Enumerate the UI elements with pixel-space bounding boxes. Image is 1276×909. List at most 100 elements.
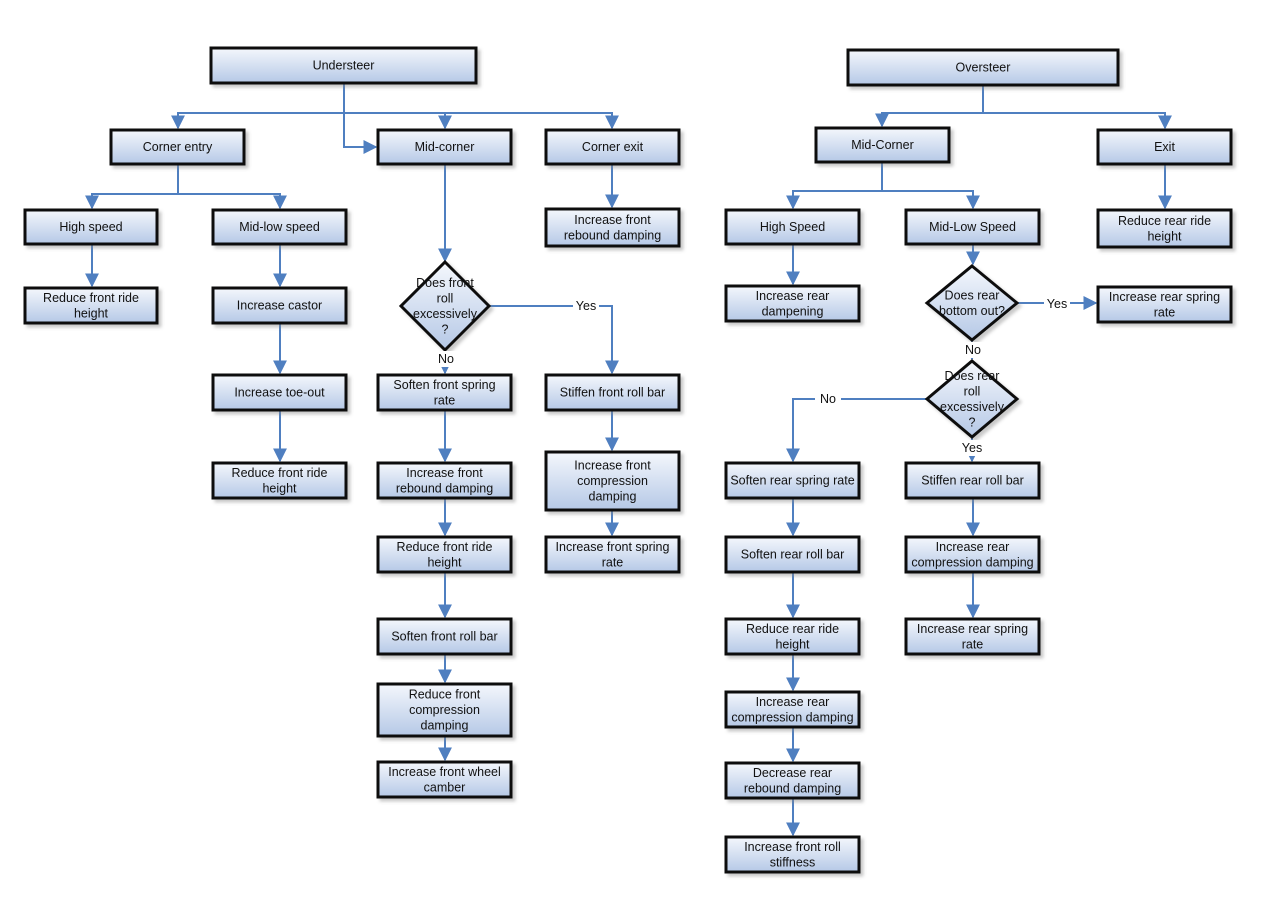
node-box — [376, 373, 513, 412]
node-box — [1096, 285, 1233, 324]
node-label-line: Soften front roll bar — [391, 630, 497, 644]
node-box — [544, 128, 681, 166]
node-label-line: Increase front roll — [744, 840, 841, 854]
node-understeer-stiffen-front-roll-bar: Stiffen front roll bar — [544, 373, 681, 412]
connector-arrow — [875, 85, 984, 128]
node-understeer-mid-corner: Mid-corner — [376, 128, 513, 166]
node-understeer-increase-castor: Increase castor — [211, 286, 348, 325]
node-label-line: camber — [424, 780, 466, 794]
node-label-line: height — [74, 306, 109, 320]
node-label-line: rebound damping — [564, 228, 661, 242]
decision-diamond — [398, 259, 492, 353]
node-box — [209, 46, 478, 85]
node-label-line: Mid-Corner — [851, 138, 914, 152]
decision-diamond — [924, 359, 1020, 439]
node-box — [376, 617, 513, 656]
edge-label-yes: Yes — [576, 299, 596, 313]
connector-arrow — [489, 305, 619, 375]
node-label-line: Increase front wheel — [388, 765, 501, 779]
node-box — [724, 835, 861, 874]
node-understeer-high-speed: High speed — [23, 208, 159, 246]
node-box — [724, 461, 861, 500]
node-box — [23, 208, 159, 246]
connector-arrow — [85, 164, 179, 210]
node-label-line: rate — [1154, 305, 1176, 319]
node-box — [724, 617, 861, 656]
node-box — [1096, 128, 1233, 166]
node-box — [544, 373, 681, 412]
node-label-line: damping — [421, 719, 469, 733]
node-label-line: stiffness — [770, 855, 816, 869]
node-understeer-mid-low-speed: Mid-low speed — [211, 208, 348, 246]
node-box — [904, 208, 1041, 246]
node-label-line: Increase rear spring — [1109, 290, 1220, 304]
node-label-line: Exit — [1154, 140, 1175, 154]
node-label-line: Reduce front ride — [232, 466, 328, 480]
node-label-line: Mid-low speed — [239, 220, 320, 234]
node-label-line: Corner exit — [582, 140, 644, 154]
node-label-line: Increase rear spring — [917, 622, 1028, 636]
node-label-line: excessively — [940, 400, 1005, 414]
node-label-line: High Speed — [760, 220, 825, 234]
node-oversteer-root: Oversteer — [846, 48, 1120, 87]
node-label-line: Does rear — [945, 288, 1000, 302]
node-label-line: compression — [409, 703, 480, 717]
node-oversteer-soften-rear-spring-rate: Soften rear spring rate — [724, 461, 861, 500]
edge-label-yes: Yes — [962, 441, 982, 455]
node-label-line: Stiffen rear roll bar — [921, 474, 1024, 488]
node-box — [544, 207, 681, 248]
node-label-line: Mid-corner — [415, 140, 475, 154]
node-box — [376, 760, 513, 799]
node-box — [904, 617, 1041, 656]
node-label-line: Soften rear spring rate — [730, 474, 854, 488]
node-box — [724, 284, 861, 323]
node-box — [724, 535, 861, 574]
node-box — [376, 461, 513, 500]
node-box — [904, 461, 1041, 500]
node-label-line: Mid-Low Speed — [929, 220, 1016, 234]
node-label-line: compression damping — [731, 710, 853, 724]
node-label-line: Increase rear — [936, 540, 1010, 554]
node-box — [1096, 208, 1233, 249]
node-understeer-corner-exit: Corner exit — [544, 128, 681, 166]
node-label-line: Oversteer — [956, 61, 1011, 75]
node-label-line: rebound damping — [744, 781, 841, 795]
node-oversteer-high-speed: High Speed — [724, 208, 861, 246]
node-box — [211, 208, 348, 246]
node-box — [544, 450, 681, 512]
connector-arrow — [344, 112, 619, 130]
node-box — [724, 761, 861, 800]
edge-label-background — [815, 391, 841, 407]
node-label-line: rate — [962, 637, 984, 651]
edge-label-background — [573, 298, 599, 314]
node-box — [724, 208, 861, 246]
node-oversteer-mid-corner: Mid-Corner — [814, 126, 951, 164]
connector-arrow — [343, 113, 378, 154]
node-box — [376, 535, 513, 574]
node-label-line: ? — [969, 415, 976, 429]
edge-label-background — [433, 351, 459, 367]
node-label-line: Reduce front ride — [397, 540, 493, 554]
node-oversteer-exit: Exit — [1096, 128, 1233, 166]
edge-label-yes: Yes — [1047, 297, 1067, 311]
edge-label-background — [960, 342, 986, 358]
node-label-line: height — [262, 481, 297, 495]
node-box — [23, 286, 159, 325]
connector-arrow — [178, 193, 287, 210]
node-oversteer-mid-low-speed: Mid-Low Speed — [904, 208, 1041, 246]
